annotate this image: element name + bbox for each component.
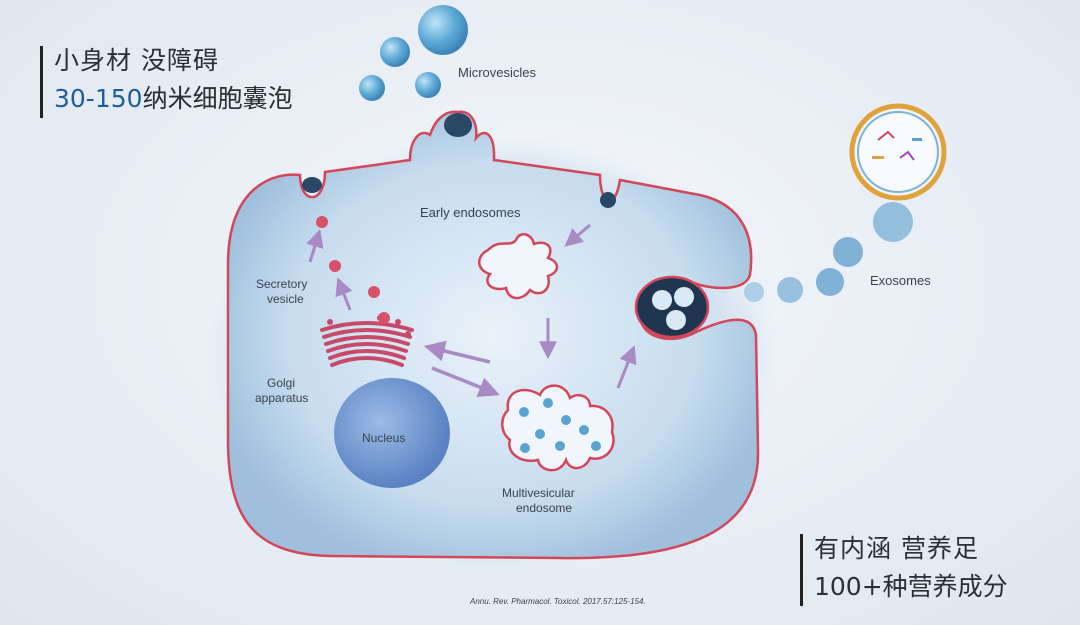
caption-size-number: 30-150 [54,84,143,113]
secretory-vesicle [316,216,328,228]
nucleus [334,378,450,488]
secretory-vesicle [368,286,380,298]
multivesicular-endosome [501,384,615,472]
pocket-vesicle [652,290,672,310]
citation: Annu. Rev. Pharmacol. Toxicol. 2017.57:1… [469,597,646,606]
label-nucleus: Nucleus [362,431,405,445]
rna-strand [877,130,895,141]
caption-nutrients-line1: 有内涵 营养足 [814,534,979,563]
early-endosome [478,232,559,300]
label-golgi-1: Golgi [267,376,295,390]
arrow-mve-to-golgi [423,340,491,364]
exosome [744,282,764,302]
golgi-cisterna [324,335,410,346]
intraluminal-vesicle [555,441,565,451]
arrow-mve-to-membrane [616,345,637,389]
caption-size-line2: 30-150纳米细胞囊泡 [40,80,293,118]
label-golgi-2: apparatus [255,391,308,405]
golgi-cisterna [326,342,408,353]
microvesicle [380,37,410,67]
caption-size-line1: 小身材 没障碍 [54,46,219,75]
exosome [833,237,863,267]
membrane-bud [444,113,472,137]
pocket-vesicle [666,310,686,330]
golgi-vesicle [395,319,401,325]
intraluminal-vesicles [519,398,601,453]
golgi-vesicle [405,331,411,337]
golgi-cisterna [328,349,406,360]
caption-nutrients: 有内涵 营养足 100+种营养成分 [800,530,1008,606]
caption-nutrients-line2: 100+种营养成分 [814,572,1008,601]
microvesicle [418,5,468,55]
membrane-bud [302,177,322,193]
exosome-detail-inner [857,111,939,193]
protein-marker [872,156,884,159]
exosome [873,202,913,242]
membrane-bud [600,192,616,208]
microvesicle [359,75,385,101]
exosome [777,277,803,303]
caption-size: 小身材 没障碍 30-150纳米细胞囊泡 [40,42,293,118]
label-exosomes: Exosomes [870,273,931,288]
label-multivesicular-2: endosome [516,501,572,515]
exosome [816,268,844,296]
label-multivesicular-1: Multivesicular [502,486,575,500]
pocket-vesicle [674,287,694,307]
arrow-golgi-to-mve [431,366,500,398]
caption-bar [40,46,43,118]
intraluminal-vesicle [535,429,545,439]
secretory-vesicle [329,260,341,272]
intraluminal-vesicle [519,407,529,417]
secretory-vesicles [316,216,390,324]
golgi-vesicle [327,319,333,325]
label-early-endosomes: Early endosomes [420,205,521,220]
label-secretory-2: vesicle [267,292,304,306]
microvesicle [415,72,441,98]
intraluminal-vesicle [543,398,553,408]
intraluminal-vesicle [579,425,589,435]
caption-bar [800,534,803,606]
rna-strand [899,150,915,161]
caption-size-text: 纳米细胞囊泡 [142,84,293,113]
secretory-vesicle [378,312,390,324]
label-microvesicles: Microvesicles [458,65,537,80]
intraluminal-vesicle [520,443,530,453]
intraluminal-vesicle [591,441,601,451]
protein-marker [912,138,922,141]
golgi-cisterna [322,328,412,339]
arrow-golgi-to-vesicle [335,277,353,311]
intraluminal-vesicle [561,415,571,425]
arrow-membrane-to-early [564,223,591,247]
golgi-cisterna [320,321,414,332]
golgi-apparatus [320,315,414,367]
golgi-cisterna [330,356,404,367]
label-secretory-1: Secretory [256,277,307,291]
arrow-golgi-to-secretory [306,229,324,263]
